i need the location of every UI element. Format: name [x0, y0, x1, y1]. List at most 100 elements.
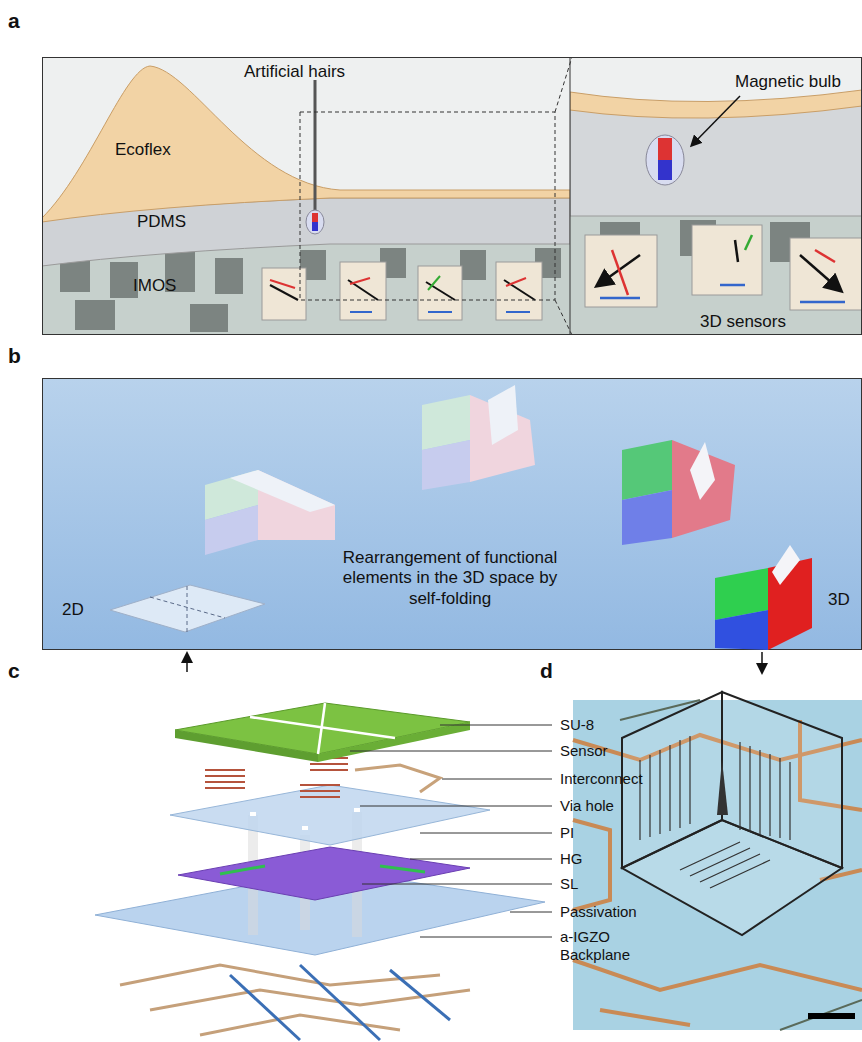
folding-band: Rearrangement of functional elements in … [42, 378, 862, 650]
art-line [761, 652, 763, 672]
art-line [187, 586, 188, 632]
art-path [42, 66, 570, 222]
art-polyline [120, 965, 440, 985]
art-polygon [772, 545, 800, 585]
part-label: Artificial hairs [244, 62, 345, 82]
part-label: PDMS [137, 212, 186, 232]
layer-label: a-IGZO Backplane [560, 928, 640, 964]
art-line [692, 96, 740, 145]
art-polygon [690, 442, 715, 500]
art-polygon [178, 847, 470, 900]
art-line [426, 282, 455, 300]
art-line [380, 866, 425, 872]
part-label: Magnetic bulb [735, 72, 841, 92]
panel-a-zoom [570, 57, 862, 335]
art-rect [418, 266, 462, 320]
layer-stack [95, 703, 545, 1040]
art-rect [570, 57, 862, 335]
art-path [300, 785, 340, 797]
art-line [428, 276, 440, 290]
layer-label: SL [560, 875, 578, 893]
art-polyline [600, 1010, 690, 1025]
art-line [420, 833, 552, 834]
art-g [60, 248, 561, 332]
art-rect [692, 225, 762, 295]
art-line [360, 806, 552, 807]
art-rect [75, 300, 115, 330]
art-rect [570, 215, 862, 335]
panel-letter: d [540, 658, 553, 683]
art-rect [262, 268, 306, 320]
state-label: 3D [828, 590, 850, 610]
art-line [420, 937, 552, 938]
art-rect [790, 238, 862, 310]
art-line [350, 751, 552, 752]
art-g [120, 965, 470, 1035]
art-rect [585, 235, 657, 307]
art-line [362, 884, 552, 885]
art-polyline [355, 765, 440, 792]
layer-label: HG [560, 850, 583, 868]
art-rect [354, 808, 360, 812]
art-line [442, 779, 552, 780]
art-line [506, 311, 530, 313]
art-g [250, 808, 360, 830]
art-rect [340, 262, 386, 320]
art-rect [496, 262, 542, 320]
part-label: 3D sensors [700, 312, 786, 332]
art-line [390, 970, 450, 1020]
panel-letter: a [8, 8, 20, 33]
art-line [318, 703, 325, 754]
part-label: Ecoflex [115, 140, 171, 160]
art-line [314, 80, 317, 212]
layer-label: Sensor [560, 742, 608, 760]
art-g [230, 965, 450, 1040]
art-g [598, 235, 845, 302]
art-g [205, 758, 348, 797]
art-line [662, 57, 669, 140]
art-line [350, 278, 370, 284]
art-line [780, 1000, 862, 1030]
art-polygon [672, 440, 735, 538]
art-rect [302, 826, 308, 830]
art-line [506, 278, 526, 286]
art-polygon [205, 505, 258, 555]
art-g [270, 276, 535, 312]
layer-label: Passivation [560, 903, 637, 921]
art-polygon [230, 470, 335, 512]
layer-label: Interconnect [560, 770, 643, 788]
art-rect [43, 58, 862, 335]
art-line [555, 300, 572, 335]
art-g [640, 736, 790, 888]
art-polygon [175, 703, 470, 754]
art-line [570, 57, 571, 335]
art-line [510, 912, 552, 913]
art-rect [312, 213, 318, 222]
art-polygon [622, 440, 672, 500]
art-polyline [573, 960, 862, 990]
art-polygon [722, 692, 842, 868]
art-rect [808, 1013, 855, 1019]
art-path [570, 90, 862, 118]
art-polygon [715, 610, 768, 650]
art-rect [460, 250, 486, 280]
layer-label: PI [560, 824, 574, 842]
layer-label: SU-8 [560, 716, 594, 734]
art-line [612, 250, 628, 295]
art-rect [190, 304, 228, 332]
art-line [350, 311, 372, 313]
art-line [220, 866, 265, 874]
art-polygon [110, 585, 265, 632]
art-polygon [422, 440, 470, 490]
art-line [815, 250, 835, 262]
art-rect [250, 812, 256, 816]
art-ellipse [306, 210, 324, 234]
art-polygon [488, 385, 518, 445]
art-polygon [170, 785, 490, 845]
art-path [640, 736, 690, 840]
panel-letter: b [8, 343, 21, 368]
art-polygon [318, 722, 470, 762]
art-line [186, 654, 188, 672]
art-line [600, 297, 640, 300]
art-polyline [150, 990, 470, 1010]
